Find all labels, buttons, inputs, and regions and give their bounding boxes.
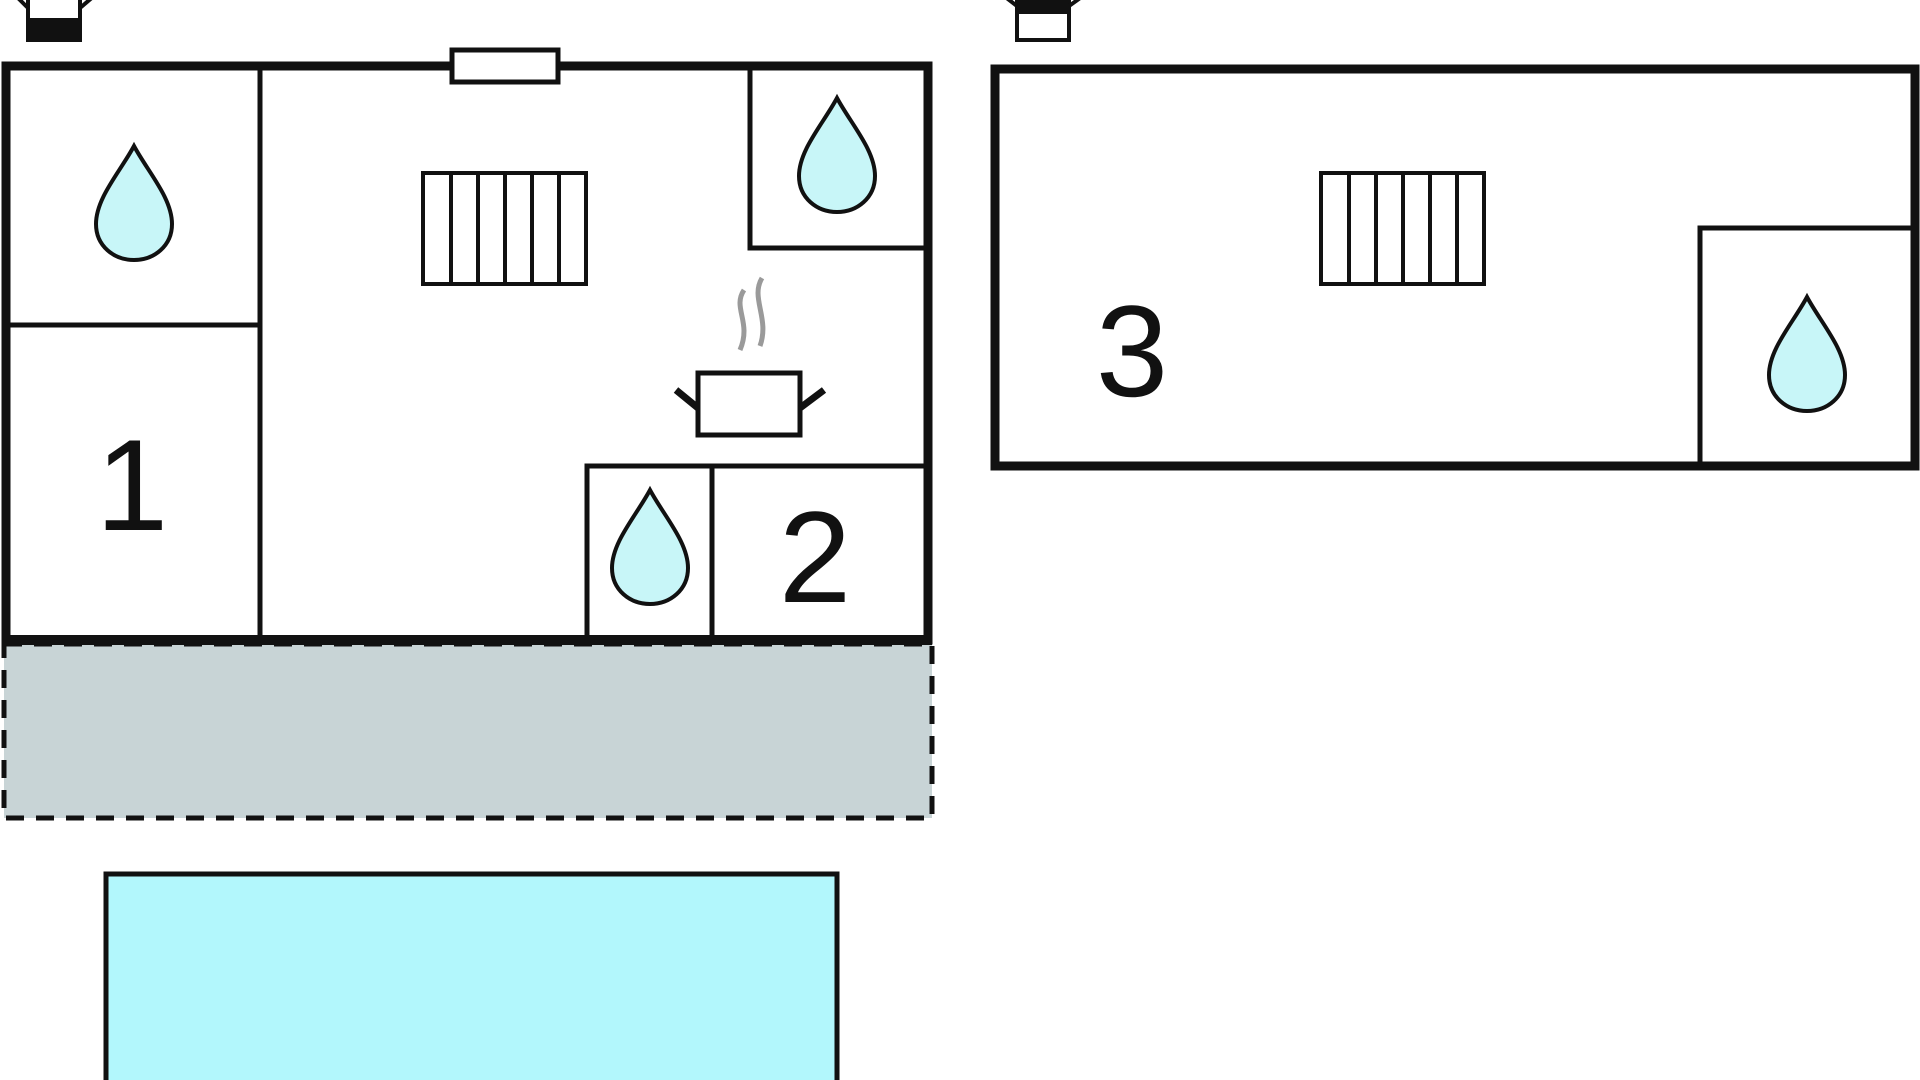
- terrace: [1, 641, 935, 821]
- radiator-icon: [421, 171, 588, 286]
- room-number-2: 2: [779, 484, 851, 630]
- radiator-icon: [1319, 171, 1486, 286]
- room-number-1: 1: [96, 412, 168, 558]
- ground-floor: 1 2: [1, 0, 935, 821]
- room-number-3: 3: [1096, 278, 1168, 424]
- swimming-pool: [103, 871, 840, 1080]
- window-icon: [449, 47, 561, 85]
- interior-walls: [1697, 225, 1912, 466]
- floor-level-upper-icon: [1005, 0, 1081, 42]
- kitchen-cooking-pot-icon: [673, 276, 827, 438]
- floor-level-ground-icon: [17, 0, 93, 42]
- interior-walls: [8, 66, 924, 640]
- upper-floor: 3: [990, 0, 1920, 471]
- ground-floor-outer-wall: [1, 61, 933, 645]
